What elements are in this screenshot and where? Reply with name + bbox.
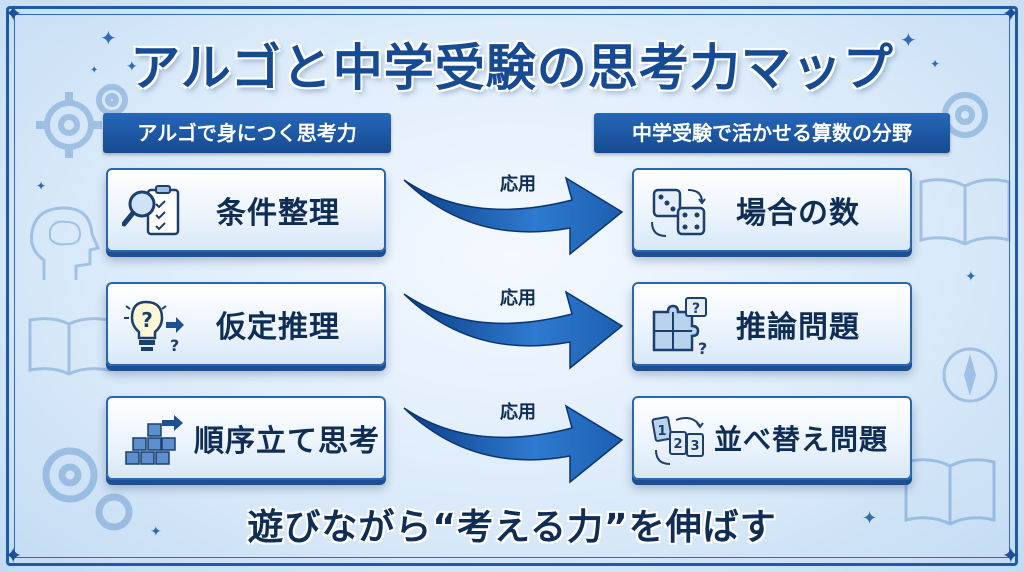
field-label: 場合の数 — [736, 196, 860, 231]
clipboard-magnifier-icon — [122, 185, 180, 236]
skill-label: 順序立て思考 — [194, 424, 380, 459]
dice-icon — [651, 188, 706, 237]
slogan: 遊びながら“考える力”を伸ばす — [247, 507, 777, 548]
sparkle-icon: ✦ — [900, 28, 917, 52]
svg-text:3: 3 — [690, 439, 699, 454]
svg-text:?: ? — [170, 336, 179, 355]
apply-label: 応用 — [500, 174, 536, 195]
open-book-icon — [904, 458, 996, 526]
open-book-icon — [919, 178, 1011, 246]
svg-text:?: ? — [692, 301, 700, 317]
sparkle-icon: ✦ — [930, 57, 941, 71]
apply-label: 応用 — [500, 288, 536, 309]
gear-decoration-icon — [42, 447, 133, 531]
sparkle-icon: ✦ — [862, 508, 878, 529]
svg-text:1: 1 — [657, 424, 666, 439]
corner-star-icon: ✦ — [4, 2, 23, 27]
field-label: 並べ替え問題 — [714, 423, 889, 456]
right-column-header: 中学受験で活かせる算数の分野 — [594, 113, 950, 153]
skill-card-condition: 条件整理 — [106, 168, 386, 252]
svg-text:2: 2 — [673, 437, 682, 452]
page-title: アルゴと中学受験の思考力マップ — [130, 39, 894, 97]
compass-icon — [942, 347, 998, 403]
apply-label: 応用 — [500, 402, 536, 423]
corner-star-icon: ✦ — [1001, 2, 1020, 27]
skill-card-sequential: 順序立て思考 — [106, 396, 386, 480]
field-label: 推論問題 — [736, 310, 860, 345]
outer-frame — [6, 6, 1018, 566]
lightbulb-question-icon: ? ? — [124, 300, 184, 355]
svg-text:?: ? — [141, 308, 153, 332]
sparkle-icon: ✦ — [150, 524, 162, 540]
apply-arrow-icon — [403, 404, 624, 484]
apply-arrow-icon — [403, 290, 624, 370]
apply-arrow-icon — [403, 176, 624, 256]
sparkle-icon: ✦ — [965, 269, 977, 285]
sparkle-icon: ✦ — [100, 26, 117, 50]
open-book-icon — [28, 317, 110, 376]
corner-star-icon: ✦ — [4, 544, 23, 569]
puzzle-icon: ? ? — [652, 297, 707, 356]
field-card-combinations: 場合の数 — [632, 168, 912, 252]
sparkle-icon: ✦ — [36, 179, 47, 193]
corner-star-icon: ✦ — [1001, 544, 1020, 569]
left-column-header: アルゴで身につく思考力 — [103, 113, 391, 153]
stacked-blocks-icon — [125, 415, 183, 465]
skill-card-hypothesis: ? ? 仮定推理 — [106, 282, 386, 366]
sparkle-icon: ✦ — [90, 65, 99, 76]
head-brain-icon — [30, 206, 101, 280]
inner-frame — [14, 14, 1010, 558]
svg-text:?: ? — [698, 339, 707, 356]
field-card-arrangement: 1 2 3 並べ替え問題 — [632, 396, 912, 480]
sparkle-icon: ✦ — [126, 59, 138, 75]
skill-label: 仮定推理 — [216, 310, 340, 345]
number-cards-icon: 1 2 3 — [651, 416, 704, 465]
field-card-reasoning: ? ? 推論問題 — [632, 282, 912, 366]
skill-label: 条件整理 — [216, 196, 340, 231]
